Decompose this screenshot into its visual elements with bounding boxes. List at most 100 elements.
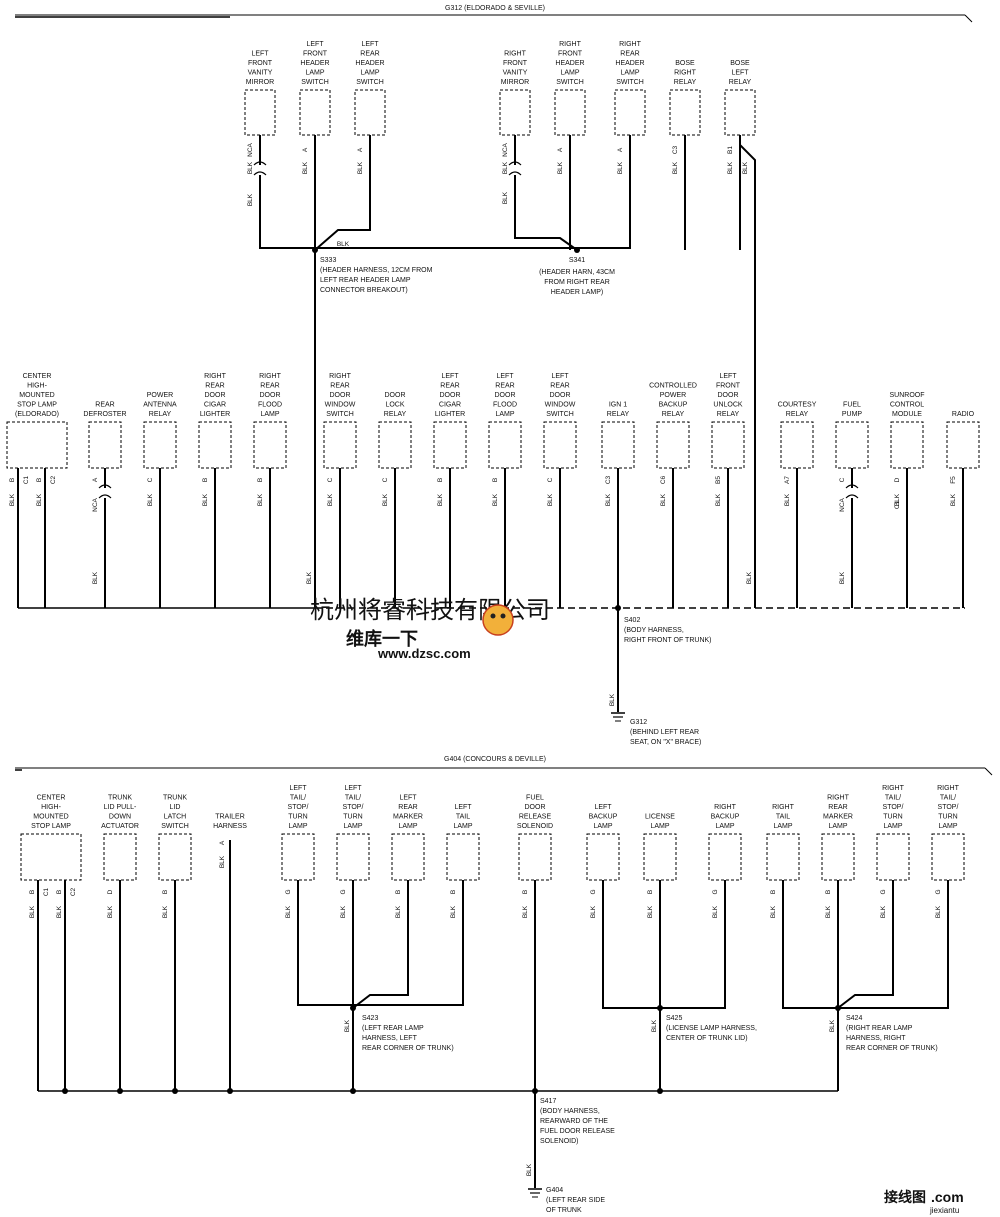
rear-component-label-line: LEFT [454,804,472,811]
mid-component-label-line: FLOOD [493,402,517,409]
mid-component-label-line: ANTENNA [143,402,177,409]
component-box [643,833,677,881]
rear-component-label-line: REAR [398,804,417,811]
component-box [198,421,232,469]
rear-component-label-line: TAIL/ [345,795,361,802]
section-g404: G404 (CONCOURS & DEVILLE) [15,756,993,1198]
mid-component-label-line: REAR [205,383,224,390]
pin-label: B [437,478,444,482]
rear-component-label-line: LATCH [164,814,186,821]
rear-component-label-line: STOP/ [883,804,904,811]
rear-component-label-line: HIGH- [41,804,62,811]
splice-s425-line: (LICENSE LAMP HARNESS, [666,1025,757,1032]
watermark: 杭州将睿科技有限公司 维库一下 www.dzsc.com 接线图 .com ji… [310,597,964,1215]
splice-s333-line: CONNECTOR BREAKOUT) [320,287,408,294]
rear-component-label-line: LAMP [593,823,612,830]
mid-component-label-line: CIGAR [204,402,226,409]
rear-component-label-line: TAIL/ [885,795,901,802]
splice-s423-line: S423 [362,1015,378,1022]
wire-color-label: BLK [285,905,292,918]
mid-component-label-line: MODULE [892,411,922,418]
rear-component-label-line: LAMP [398,823,417,830]
wire-color-label: BLK [247,161,254,174]
rear-component-label-line: DOWN [109,814,131,821]
mid-component-label-line: RELAY [717,411,740,418]
ground-g312-line: SEAT, ON "X" BRACE) [630,739,701,746]
pin-label: G [712,889,719,894]
top-component-label-line: MIRROR [501,79,529,86]
mid-component-label-line: RELAY [786,411,809,418]
ground-g404-line: OF TRUNK [546,1207,582,1214]
wire-color-label: BLK [219,855,226,868]
splice-s423-line: REAR CORNER OF TRUNK) [362,1045,454,1052]
top-component-row: LEFTFRONTVANITYMIRRORNCABLKLEFTFRONTHEAD… [244,41,756,248]
section-title-g404: G404 (CONCOURS & DEVILLE) [444,756,546,763]
mid-component-label-line: DOOR [440,392,461,399]
component-box [103,833,137,881]
wire-color-label: BLK [147,493,154,506]
wire-color-label: BLK [839,571,846,584]
wire-color-label: BLK [502,191,509,204]
wire-color-label: BLK [9,493,16,506]
pin-label: B [257,478,264,482]
top-component-label-line: VANITY [503,70,528,77]
splice-s425-line: S425 [666,1015,682,1022]
wire-color-label: BLK [344,1019,351,1032]
mid-component-label-line: POWER [660,392,686,399]
component-box [554,89,586,136]
component-box [601,421,635,469]
rear-component-label-line: BACKUP [711,814,740,821]
component-box [890,421,924,469]
wire-color-label: BLK [450,905,457,918]
mid-component-label-line: DOOR [260,392,281,399]
rear-component-label-line: LAMP [288,823,307,830]
splice-s402-line: RIGHT FRONT OF TRUNK) [624,637,712,644]
rear-component-label-line: RIGHT [827,795,850,802]
mid-component-label-line: REAR [95,402,114,409]
ground-g404-line: (LEFT REAR SIDE [546,1197,605,1204]
splice-s417-line: REARWARD OF THE [540,1118,608,1125]
watermark-corner-suffix: .com [931,1189,964,1205]
wire-color-label: BLK [357,161,364,174]
rear-component-label-line: LEFT [594,804,612,811]
mid-component-label-line: RIGHT [259,373,282,380]
rear-component-label-line: TURN [343,814,362,821]
wire-color-label: BLK [337,241,350,248]
rear-component-label-line: FUEL [526,795,544,802]
rear-component-label-line: RIGHT [937,785,960,792]
section-g312: G312 (ELDORADO & SEVILLE) [15,5,973,722]
top-component-label-line: LAMP [305,70,324,77]
wire-color-label: BLK [784,493,791,506]
rear-component-label-line: LAMP [883,823,902,830]
wire-color-label: BLK [306,571,313,584]
component-box [946,421,980,469]
rear-component-label-line: DOOR [525,804,546,811]
top-component-label-line: LEFT [251,51,269,58]
pin-label: A [302,147,309,152]
wire-color-label: BLK [660,493,667,506]
splice-s402-line: (BODY HARNESS, [624,627,684,634]
mid-component-label-line: RELAY [607,411,630,418]
pin-label: NCA [839,497,846,511]
top-component-label-line: VANITY [248,70,273,77]
rear-component-label-line: MARKER [393,814,423,821]
mid-component-label-line: (ELDORADO) [15,411,59,418]
splice-s423-line: (LEFT REAR LAMP [362,1025,424,1032]
watermark-url: www.dzsc.com [377,646,471,661]
top-component-label-line: LEFT [361,41,379,48]
mid-component-label-line: LEFT [719,373,737,380]
mid-component-label-line: FUEL [843,402,861,409]
component-box [931,833,965,881]
mid-component-label-line: LOCK [385,402,404,409]
wire-color-label: BLK [557,161,564,174]
component-box [158,833,192,881]
pin-label: C [327,477,334,482]
top-component-label-line: SWITCH [616,79,644,86]
splice-s417-line: FUEL DOOR RELEASE [540,1128,615,1135]
pin-label: C6 [660,475,667,484]
component-box [543,421,577,469]
component-box [281,833,315,881]
wire-color-label: BLK [712,905,719,918]
